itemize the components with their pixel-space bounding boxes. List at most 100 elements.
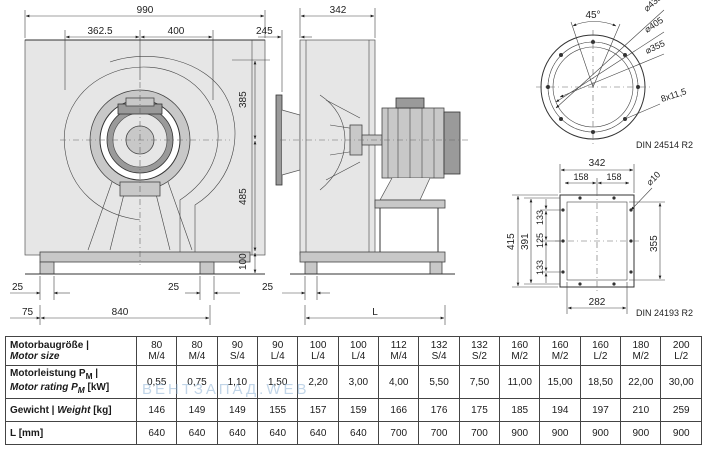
dim-outlet-415: 415 <box>506 233 517 250</box>
dim-outlet-391: 391 <box>520 233 531 250</box>
base-frame <box>39 251 251 263</box>
cell-rating-11: 15,00 <box>539 365 581 399</box>
dim-outlet-342: 342 <box>589 158 606 169</box>
flange-view: 45° ⌀438 ⌀405 ⌀355 8x11,5 DIN 24514 R2 <box>536 0 693 150</box>
cell-size-number: 160 <box>592 340 609 351</box>
cell-size-type: L/2 <box>593 351 608 362</box>
row-motor-rating: Motorleistung PM | Motor rating PM [kW] … <box>5 365 702 399</box>
cell-size-number: 90 <box>272 340 284 351</box>
cell-size-type: L/4 <box>311 351 325 362</box>
dim-front-25-right: 25 <box>168 282 180 293</box>
cell-rating-7: 4,00 <box>378 365 420 399</box>
cell-weight-10: 185 <box>499 398 541 422</box>
cell-rating-8: 5,50 <box>418 365 460 399</box>
dim-front-width: 990 <box>137 5 154 16</box>
flange-standard: DIN 24514 R2 <box>636 140 693 150</box>
cell-rating-13: 22,00 <box>620 365 662 399</box>
cell-size-number: 160 <box>511 340 529 351</box>
cell-size-type: L/2 <box>674 351 689 362</box>
cell-weight-13: 210 <box>620 398 662 422</box>
dim-outlet-355: 355 <box>649 235 660 252</box>
cell-weight-1: 146 <box>135 398 178 422</box>
front-view: 990 362.5 400 385 485 100 25 25 75 840 <box>10 5 270 325</box>
motor-rating-header: Motorleistung PM | Motor rating PM [kW] <box>5 365 137 399</box>
cell-weight-7: 166 <box>378 398 420 422</box>
dim-outlet-158b: 158 <box>606 172 621 182</box>
cell-size-number: 200 <box>672 340 690 351</box>
dim-outlet-d10: ⌀10 <box>644 169 662 187</box>
cell-size-number: 100 <box>350 340 367 351</box>
cell-length-2: 640 <box>176 421 218 445</box>
cell-weight-12: 197 <box>579 398 622 422</box>
motor <box>381 107 445 179</box>
cell-length-3: 640 <box>216 421 259 445</box>
cell-length-7: 700 <box>378 421 420 445</box>
dim-front-left: 362.5 <box>87 26 112 37</box>
outlet-standard: DIN 24193 R2 <box>636 308 693 318</box>
dim-flange-d405: ⌀405 <box>643 15 666 35</box>
cell-size-type: M/2 <box>632 351 650 362</box>
side-housing <box>299 39 376 256</box>
outlet-view: 342 158 158 ⌀10 415 391 133 125 133 355 … <box>506 158 693 318</box>
cell-weight-3: 149 <box>216 398 259 422</box>
cell-rating-14: 30,00 <box>660 365 702 399</box>
cell-size-number: 80 <box>191 340 203 351</box>
dim-outlet-133a: 133 <box>535 210 545 225</box>
dim-flange-holes: 8x11,5 <box>660 86 688 104</box>
dim-flange-d438: ⌀438 <box>642 0 664 13</box>
cell-size-type: S/4 <box>431 351 447 362</box>
cell-weight-14: 259 <box>660 398 702 422</box>
dim-outlet-125: 125 <box>535 233 545 248</box>
cell-rating-1: 0,55 <box>135 365 178 399</box>
dim-flange-angle: 45° <box>585 10 600 21</box>
cell-length-14: 900 <box>660 421 702 445</box>
cell-weight-5: 157 <box>297 398 339 422</box>
cell-weight-11: 194 <box>539 398 581 422</box>
dim-front-840: 840 <box>112 307 129 318</box>
dim-side-L: L <box>372 307 378 318</box>
cell-size-type: S/4 <box>229 351 245 362</box>
dim-front-75: 75 <box>22 307 34 318</box>
technical-drawing: 990 362.5 400 385 485 100 25 25 75 840 <box>10 0 693 325</box>
cell-size-type: M/4 <box>390 351 408 362</box>
cell-rating-6: 3,00 <box>337 365 380 399</box>
weight-header: Gewicht | Weight [kg] <box>5 398 137 422</box>
cell-weight-2: 149 <box>176 398 218 422</box>
dim-outlet-133b: 133 <box>535 260 545 275</box>
cell-rating-2: 0,75 <box>176 365 218 399</box>
cell-size-type: M/2 <box>551 351 569 362</box>
dim-front-25-left: 25 <box>12 282 24 293</box>
cell-weight-4: 155 <box>257 398 299 422</box>
cell-size-type: L/4 <box>270 351 285 362</box>
cell-length-1: 640 <box>135 421 178 445</box>
dim-front-485: 485 <box>238 188 249 205</box>
cell-size-number: 132 <box>430 340 448 351</box>
cell-length-6: 640 <box>337 421 380 445</box>
cell-rating-12: 18,50 <box>579 365 622 399</box>
cell-length-4: 640 <box>257 421 299 445</box>
dim-outlet-158a: 158 <box>573 172 588 182</box>
dim-side-342: 342 <box>330 5 347 16</box>
dim-flange-d355: ⌀355 <box>644 38 667 56</box>
cell-rating-5: 2,20 <box>297 365 339 399</box>
cell-length-12: 900 <box>579 421 622 445</box>
cell-length-8: 700 <box>418 421 460 445</box>
cell-length-13: 900 <box>620 421 662 445</box>
cell-size-number: 132 <box>471 340 488 351</box>
cell-size-type: S/2 <box>471 351 487 362</box>
side-view: 342 245 25 L <box>256 5 470 325</box>
cell-size-number: 112 <box>390 340 407 351</box>
cell-rating-9: 7,50 <box>458 365 501 399</box>
cell-size-type: M/2 <box>511 351 529 362</box>
cell-size-type: M/4 <box>188 351 206 362</box>
dim-side-25: 25 <box>262 282 274 293</box>
